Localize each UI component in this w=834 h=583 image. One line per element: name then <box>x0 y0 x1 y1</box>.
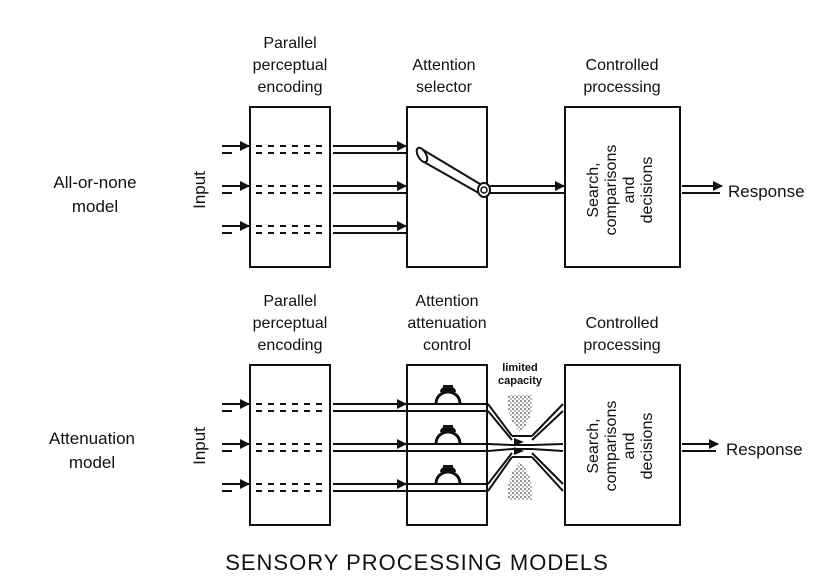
channels-to-selector <box>333 141 407 234</box>
response-label: Response <box>728 182 805 201</box>
input-label: Input <box>190 427 209 465</box>
box-text-line4: decisions <box>639 413 656 480</box>
stage1-header-line1: Parallel <box>263 35 316 52</box>
channels-to-attenuator <box>333 399 407 492</box>
input-arrows <box>222 399 250 492</box>
box-text-line2: comparisons <box>603 401 620 492</box>
stage1-header-line1: Parallel <box>263 293 316 310</box>
box-text-line3: and <box>621 433 638 460</box>
input-arrows <box>222 141 250 234</box>
stage3-header-line1: Controlled <box>586 315 659 332</box>
attenuation-model: Attenuation model Input Parallel percept… <box>49 293 803 526</box>
all-or-none-model: All-or-none model Input Parallel percept… <box>53 35 805 268</box>
attenuator-valve-icon <box>434 385 462 405</box>
stage3-header-line2: processing <box>583 79 660 96</box>
box-text-line1: Search, <box>585 162 602 217</box>
stage2-header-line2: attenuation <box>407 315 486 332</box>
limited-capacity-constriction <box>507 395 533 500</box>
stage2-header-line3: control <box>423 337 471 354</box>
model-label-line2: model <box>72 197 118 216</box>
stage3-header-line1: Controlled <box>586 57 659 74</box>
stage1-header-line2: perceptual <box>253 57 328 74</box>
limited-capacity-line2: capacity <box>498 375 543 387</box>
attention-selector-box <box>406 106 488 268</box>
limited-capacity-line1: limited <box>502 362 537 374</box>
stage1-header-line3: encoding <box>258 79 323 96</box>
response-label: Response <box>726 440 803 459</box>
converging-channels <box>487 403 564 492</box>
attenuated-channels <box>407 403 487 492</box>
attenuator-valve-icon <box>434 465 462 485</box>
stage2-header-line2: selector <box>416 79 473 96</box>
diagram-title: SENSORY PROCESSING MODELS <box>225 550 609 575</box>
selector-tube <box>415 146 491 198</box>
box-text-line2: comparisons <box>603 145 620 236</box>
stage2-header-line1: Attention <box>412 57 475 74</box>
stage2-header-line1: Attention <box>415 293 478 310</box>
input-label: Input <box>190 171 209 209</box>
model-label-line2: model <box>69 453 115 472</box>
controlled-processing-box <box>564 364 681 526</box>
box-text-line1: Search, <box>585 418 602 473</box>
controlled-processing-box <box>564 106 681 268</box>
stage3-header-line2: processing <box>583 337 660 354</box>
box-text-line3: and <box>621 177 638 204</box>
box-text-line4: decisions <box>639 157 656 224</box>
attenuator-valve-icon <box>434 425 462 445</box>
model-label-line1: Attenuation <box>49 429 135 448</box>
stage1-header-line2: perceptual <box>253 315 328 332</box>
model-label-line1: All-or-none <box>53 173 136 192</box>
stage1-header-line3: encoding <box>258 337 323 354</box>
